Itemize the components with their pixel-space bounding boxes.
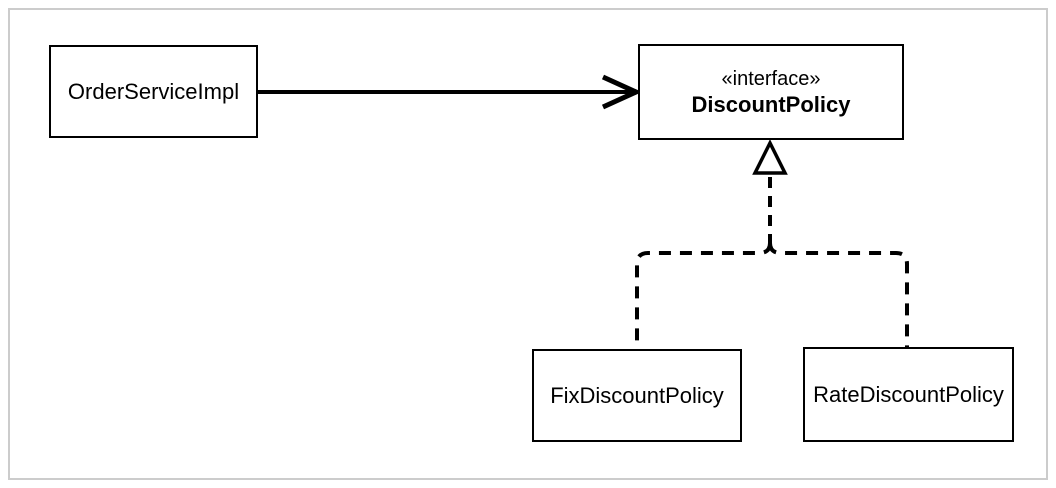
realization-hollow-triangle-icon (752, 139, 788, 175)
node-discount-policy-stereotype: «interface» (721, 68, 821, 90)
association-open-arrowhead-icon (601, 74, 643, 110)
node-rate-discount-policy: RateDiscountPolicy (803, 347, 1014, 442)
node-fix-discount-policy: FixDiscountPolicy (532, 349, 742, 442)
node-fix-discount-policy-label: FixDiscountPolicy (550, 382, 724, 408)
realization-branch-fix-dashed (635, 242, 772, 349)
node-discount-policy-label: DiscountPolicy (691, 92, 851, 117)
node-order-service-impl: OrderServiceImpl (49, 45, 258, 138)
node-discount-policy-interface: «interface» DiscountPolicy (638, 44, 904, 140)
realization-branch-rate-dashed (768, 242, 909, 349)
node-order-service-impl-label: OrderServiceImpl (67, 78, 240, 104)
node-rate-discount-policy-label: RateDiscountPolicy (813, 381, 1004, 407)
